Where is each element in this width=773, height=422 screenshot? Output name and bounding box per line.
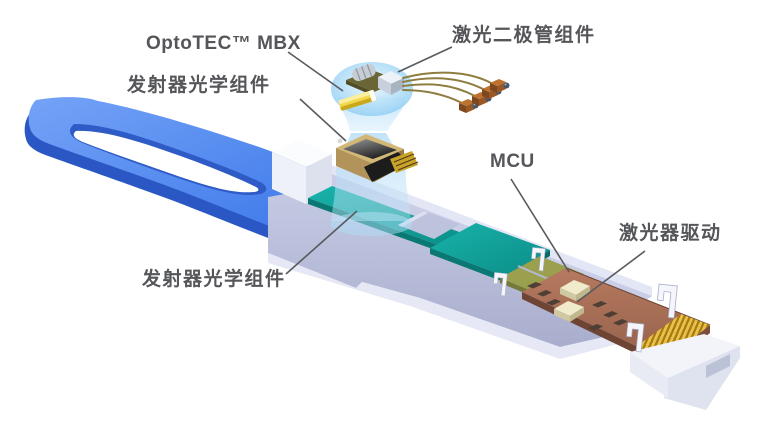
pcb xyxy=(522,267,711,368)
lead-frame xyxy=(390,151,419,173)
leader-optics-bottom xyxy=(285,210,358,275)
leader-mcu xyxy=(510,178,570,273)
leader-optics-top xyxy=(299,98,347,142)
housing-base xyxy=(491,247,740,410)
laser-diode xyxy=(490,79,510,93)
pull-tab xyxy=(24,97,317,251)
mcu-chip xyxy=(560,280,590,301)
tec-assembly xyxy=(338,64,404,111)
laser-driver-chip xyxy=(554,301,584,322)
laser-diode-assembly-label: 激光二极管组件 xyxy=(452,25,596,46)
laser-diode-array xyxy=(402,71,510,113)
transmitter-optics-bottom-label: 发射器光学组件 xyxy=(142,269,286,290)
transmitter-optics-top-label: 发射器光学组件 xyxy=(127,75,271,96)
tec-bar xyxy=(338,89,377,111)
mcu-label: MCU xyxy=(490,151,535,172)
leader-lines xyxy=(285,46,646,303)
leader-optotec xyxy=(287,51,344,92)
optotec-label: OptoTEC™ MBX xyxy=(146,33,301,54)
laser-driver-label: 激光器驱动 xyxy=(619,223,722,244)
leader-laser-diode xyxy=(397,46,453,73)
lens-barrel xyxy=(352,64,376,82)
leader-laser-driver xyxy=(576,250,646,303)
tosa-box xyxy=(336,134,419,182)
